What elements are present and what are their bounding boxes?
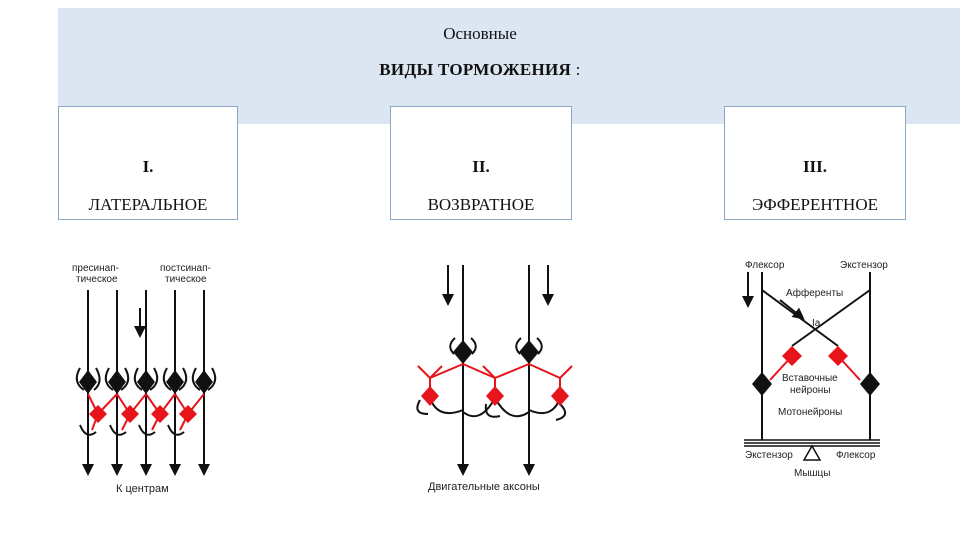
label-ia: Ia <box>812 318 821 329</box>
label-muscles: Мышцы <box>794 468 830 479</box>
label-afferents: Афференты <box>786 287 843 299</box>
header-title-main: ВИДЫ ТОРМОЖЕНИЯ <box>379 60 572 79</box>
diagram-recurrent: Двигательные аксоны <box>416 265 573 493</box>
label-extensor-bottom: Экстензор <box>745 450 793 461</box>
header-title: ВИДЫ ТОРМОЖЕНИЯ : <box>0 60 960 80</box>
header-title-suffix: : <box>571 60 581 79</box>
card-name: ЛАТЕРАЛЬНОЕ <box>88 195 208 214</box>
label-interneurons-2: нейроны <box>790 385 831 396</box>
card-efferent: III. ЭФФЕРЕНТНОЕ <box>724 106 906 220</box>
label-extensor-top: Экстензор <box>840 260 888 271</box>
label-to-centers: К центрам <box>116 483 169 495</box>
label-flexor-top: Флексор <box>745 260 785 271</box>
diagram-efferent: Флексор Экстензор Афференты Ia Вставочны… <box>742 260 888 479</box>
card-number: III. <box>802 157 828 176</box>
label-motoneurons: Мотонейроны <box>778 407 842 418</box>
card-number: I. <box>142 157 154 176</box>
header-line1: Основные <box>443 24 517 43</box>
diagram-lateral: пресинап- тическое постсинап- тическое <box>72 263 217 495</box>
label-postsynaptic-2: тическое <box>165 274 207 285</box>
card-number: II. <box>472 157 490 176</box>
label-motor-axons: Двигательные аксоны <box>428 481 540 493</box>
card-name: ВОЗВРАТНОЕ <box>427 195 535 214</box>
header-band <box>58 8 960 124</box>
card-name: ЭФФЕРЕНТНОЕ <box>752 195 878 214</box>
label-interneurons-1: Вставочные <box>782 373 838 384</box>
label-presynaptic-2: тическое <box>76 274 118 285</box>
card-recurrent: II. ВОЗВРАТНОЕ <box>390 106 572 220</box>
label-postsynaptic-1: постсинап- <box>160 263 211 274</box>
label-flexor-bottom: Флексор <box>836 450 876 461</box>
label-presynaptic-1: пресинап- <box>72 263 119 274</box>
card-lateral: I. ЛАТЕРАЛЬНОЕ <box>58 106 238 220</box>
